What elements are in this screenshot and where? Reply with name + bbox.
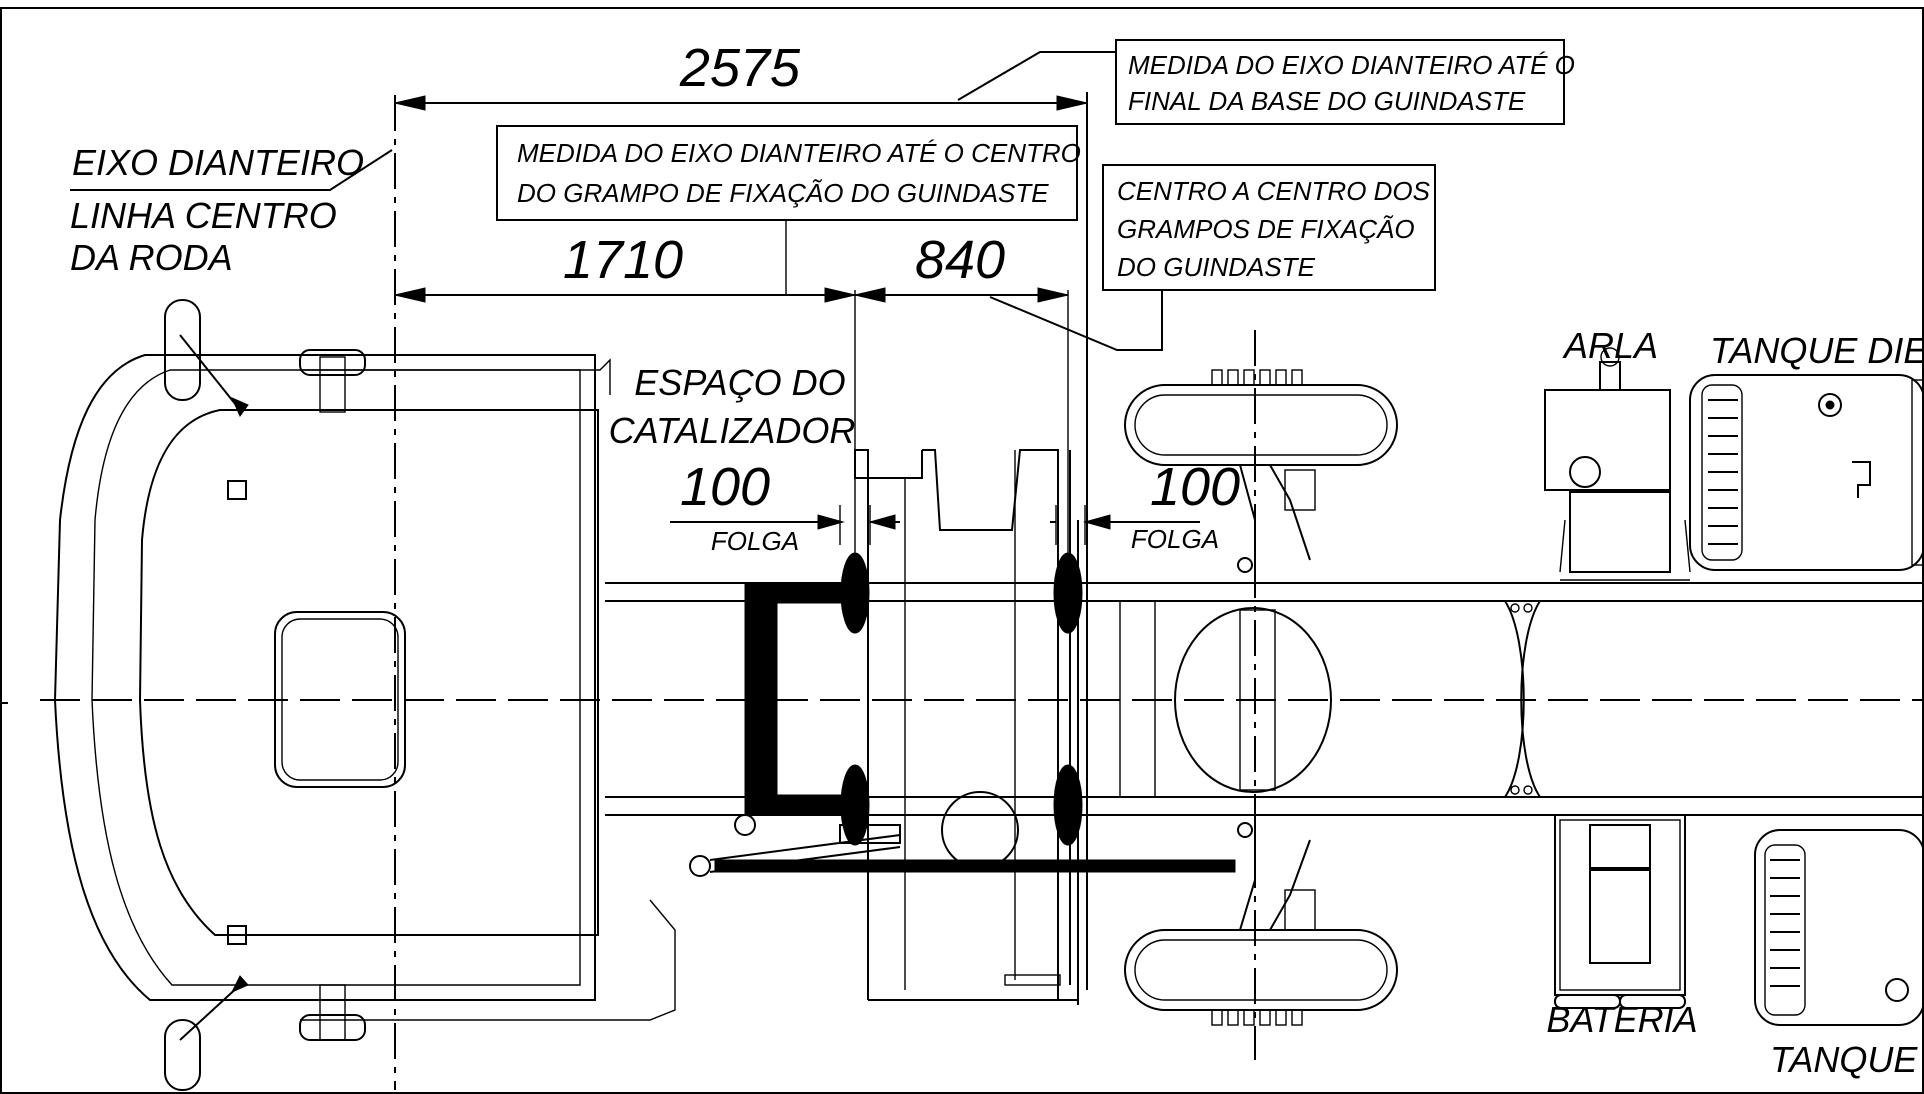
dimension-840-line bbox=[854, 287, 1069, 303]
clearance-rear-arrows bbox=[1050, 505, 1200, 545]
dim-clearance-rear-label: 100 bbox=[1150, 457, 1240, 517]
dim-1710-label: 1710 bbox=[563, 230, 683, 290]
label-front-axle: EIXO DIANTEIRO bbox=[72, 142, 364, 183]
note-clamp-center-line1: MEDIDA DO EIXO DIANTEIRO ATÉ O CENTRO bbox=[517, 138, 1081, 168]
dim-clearance-front-label: 100 bbox=[680, 457, 770, 517]
diesel-tank-top bbox=[1689, 374, 1924, 571]
label-wheel-center-line2: DA RODA bbox=[70, 237, 233, 278]
note-c2c-line2: GRAMPOS DE FIXAÇÃO bbox=[1117, 214, 1415, 244]
note-box-center-to-center bbox=[1102, 164, 1436, 291]
clearance-front-word: FOLGA bbox=[711, 526, 799, 556]
note-c2c-line1: CENTRO A CENTRO DOS bbox=[1117, 176, 1431, 206]
battery-box bbox=[1554, 814, 1686, 1009]
note-crane-base-end-line1: MEDIDA DO EIXO DIANTEIRO ATÉ O bbox=[1128, 50, 1575, 80]
clearance-rear-word: FOLGA bbox=[1131, 524, 1219, 554]
label-battery: BATERIA bbox=[1546, 999, 1697, 1040]
label-arla: ARLA bbox=[1562, 325, 1658, 366]
leader-clamp-center bbox=[989, 290, 1163, 351]
note-box-crane-base-end bbox=[1115, 39, 1565, 125]
note-clamp-center-line2: DO GRAMPO DE FIXAÇÃO DO GUINDASTE bbox=[517, 178, 1049, 208]
front-axle bbox=[1119, 330, 1398, 1060]
label-diesel-tank-bottom: TANQUE D bbox=[1770, 1039, 1924, 1080]
label-catalyst-line1: ESPAÇO DO bbox=[634, 362, 845, 403]
arla-tank bbox=[1544, 347, 1691, 581]
chassis-frame bbox=[605, 449, 1924, 1005]
note-box-clamp-center bbox=[496, 125, 1078, 221]
diesel-tank-bottom bbox=[1754, 829, 1924, 1026]
label-diesel-tank-top: TANQUE DIES bbox=[1710, 330, 1924, 371]
dimension-1710-line bbox=[394, 287, 856, 303]
dim-2575-label: 2575 bbox=[679, 38, 801, 98]
note-crane-base-end-line2: FINAL DA BASE DO GUINDASTE bbox=[1128, 86, 1526, 116]
dim-840-label: 840 bbox=[915, 230, 1005, 290]
leader-front-axle bbox=[70, 149, 393, 191]
dimension-2575-line bbox=[394, 95, 1088, 111]
note-c2c-line3: DO GUINDASTE bbox=[1117, 252, 1316, 282]
label-catalyst-line2: CATALIZADOR bbox=[609, 410, 856, 451]
label-wheel-center-line1: LINHA CENTRO bbox=[70, 195, 337, 236]
clearance-front-arrows bbox=[670, 505, 900, 545]
leader-crane-base-end bbox=[957, 51, 1116, 101]
truck-cab bbox=[53, 299, 676, 1091]
